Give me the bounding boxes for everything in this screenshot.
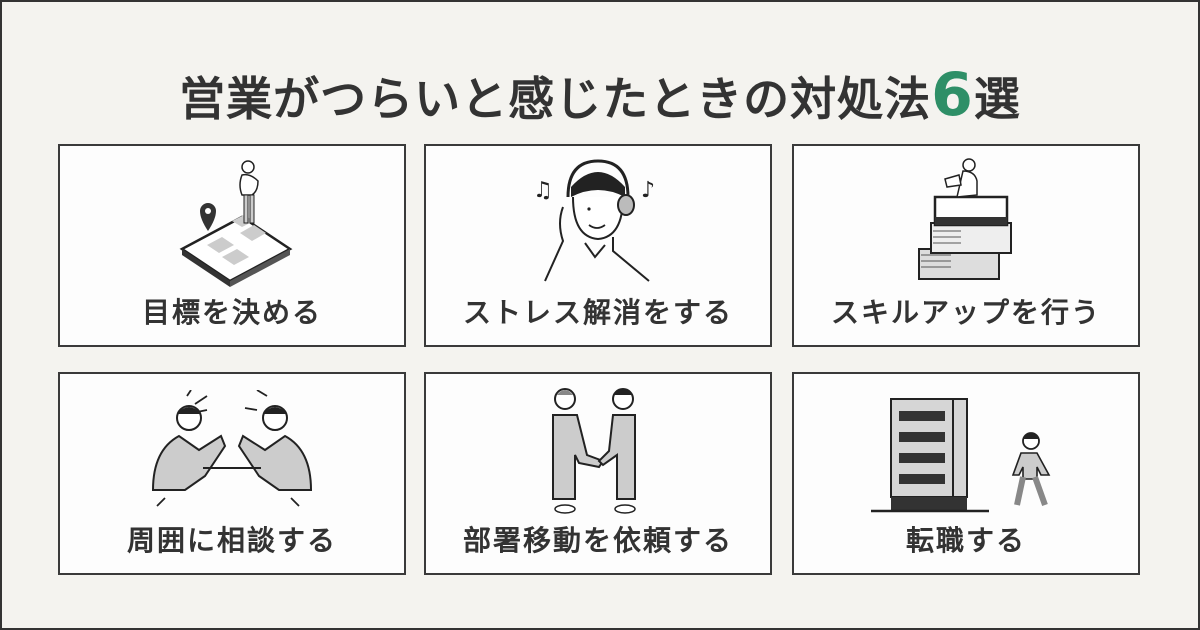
building-walk-icon [794,380,1138,520]
svg-text:♪: ♪ [641,178,655,203]
card-label: 部署移動を依頼する [462,524,733,557]
map-person-icon [60,152,404,292]
card-label: 目標を決める [141,296,322,329]
card-label: 転職する [905,524,1026,557]
conversation-icon [60,380,404,520]
card-stress-relief: ♫ ♪ ストレス解消をする [424,144,772,347]
card-change-jobs: 転職する [792,372,1140,575]
page-title: 営業がつらいと感じたときの対処法6選 [2,60,1198,130]
card-set-goals: 目標を決める [58,144,406,347]
title-suffix: 選 [973,72,1021,126]
books-reading-icon [794,152,1138,292]
card-request-transfer: 部署移動を依頼する [424,372,772,575]
card-consult-others: 周囲に相談する [58,372,406,575]
headphones-music-icon: ♫ ♪ [426,152,770,292]
handshake-icon [426,380,770,520]
card-label: スキルアップを行う [830,296,1101,329]
title-text: 営業がつらいと感じたときの対処法 [179,72,932,126]
card-label: 周囲に相談する [126,524,337,557]
card-skill-up: スキルアップを行う [792,144,1140,347]
card-label: ストレス解消をする [462,296,733,329]
title-number: 6 [931,60,974,130]
svg-text:♫: ♫ [533,178,553,203]
